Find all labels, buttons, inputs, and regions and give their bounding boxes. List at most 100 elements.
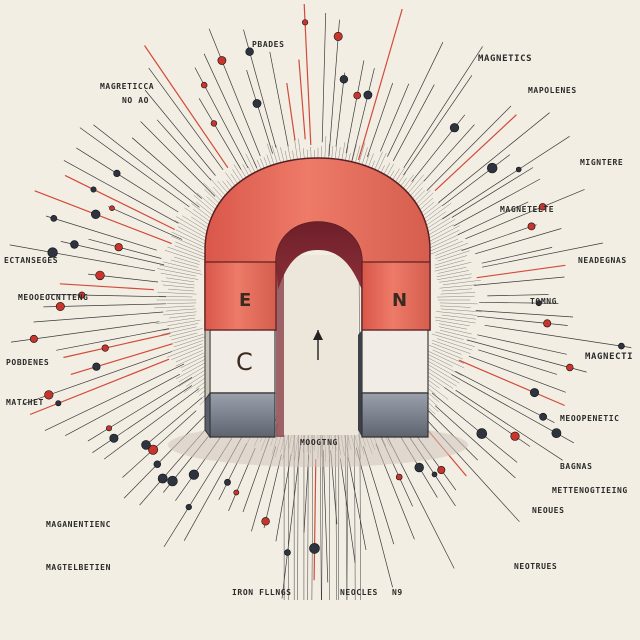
field-hatch [439, 329, 477, 340]
field-hatch [181, 358, 207, 372]
field-line [45, 215, 157, 251]
label-right-3: MAGNECTI [585, 352, 634, 362]
field-line [246, 69, 273, 154]
label-center-1: MOOGTNG [300, 438, 338, 447]
field-line [79, 127, 190, 208]
field-line [465, 189, 585, 240]
left-leg-red [204, 261, 277, 331]
field-hatch [155, 317, 196, 324]
iron-bead [245, 47, 254, 56]
field-hatch [174, 245, 207, 258]
left-leg-side [204, 329, 211, 402]
field-hatch [171, 236, 203, 250]
field-hatch [436, 311, 477, 316]
pole-letter-right: N [392, 290, 408, 311]
iron-bead [114, 243, 123, 252]
field-line [476, 264, 566, 279]
field-line [479, 301, 559, 304]
label-right-7: NEOUES [532, 506, 565, 515]
label-top-4: NO AO [122, 96, 150, 105]
field-line [103, 388, 200, 460]
field-line [269, 51, 289, 147]
iron-bead [476, 428, 488, 439]
iron-bead [487, 162, 498, 174]
field-hatch [154, 305, 195, 309]
field-line [484, 324, 632, 348]
iron-bead [70, 240, 79, 249]
field-hatch [428, 240, 463, 256]
field-hatch [180, 354, 208, 369]
field-line [477, 334, 567, 355]
field-hatch [173, 336, 206, 348]
field-line [63, 160, 179, 224]
field-line [131, 137, 203, 199]
label-top-2: MAGNETICS [478, 54, 533, 64]
base-letter: C [236, 348, 253, 376]
iron-bead [109, 433, 119, 443]
field-line [122, 410, 197, 478]
field-hatch [170, 259, 199, 268]
iron-bead [566, 363, 574, 372]
field-line [303, 3, 312, 146]
field-line [63, 332, 171, 359]
field-hatch [436, 270, 470, 277]
iron-bead [551, 428, 562, 438]
field-hatch [163, 323, 199, 331]
label-right-6: METTENOGTIEING [552, 486, 628, 495]
field-line [93, 124, 200, 208]
field-line [303, 455, 310, 533]
iron-bead [353, 91, 362, 100]
field-line [434, 114, 517, 192]
field-hatch [428, 345, 463, 360]
field-hatch [163, 261, 201, 272]
iron-bead [44, 390, 54, 400]
field-hatch [438, 326, 472, 335]
field-line [458, 359, 565, 407]
field-hatch [174, 220, 212, 241]
iron-bead [78, 291, 86, 299]
field-line [355, 447, 393, 588]
label-left-1: ECTANSEGES [4, 256, 59, 265]
field-line [455, 370, 555, 424]
field-line [144, 45, 229, 169]
field-line [263, 454, 282, 529]
iron-bead [217, 56, 227, 65]
iron-bead [113, 169, 121, 177]
field-hatch [166, 302, 197, 304]
field-line [351, 68, 375, 162]
field-line [345, 60, 365, 154]
field-hatch [435, 249, 463, 259]
field-line [451, 167, 534, 218]
field-line [424, 406, 478, 461]
field-hatch [171, 231, 207, 249]
field-hatch [163, 311, 197, 316]
magnet-arch-inner [276, 222, 362, 290]
field-line [380, 83, 410, 152]
field-hatch [171, 346, 204, 360]
label-right-5: BAGNAS [560, 462, 593, 471]
field-line [70, 343, 173, 375]
field-hatch [176, 216, 212, 238]
iron-bead [233, 489, 240, 496]
field-line [487, 294, 549, 297]
field-hatch [175, 241, 208, 256]
iron-bead [333, 31, 343, 41]
iron-bead [252, 99, 262, 108]
field-line [322, 449, 329, 583]
field-line [403, 46, 483, 168]
field-hatch [427, 238, 458, 253]
field-line [357, 8, 403, 161]
iron-bead [437, 465, 446, 474]
iron-bead [543, 319, 552, 328]
field-hatch [428, 231, 466, 249]
field-hatch [434, 255, 468, 266]
field-hatch [441, 288, 473, 292]
label-left-3: POBDENES [6, 358, 50, 367]
label-right-8: NEOTRUES [514, 562, 558, 571]
field-hatch [160, 272, 199, 280]
field-line [34, 190, 172, 245]
field-hatch [436, 338, 473, 351]
right-leg-white [361, 329, 429, 394]
field-hatch [173, 334, 204, 344]
